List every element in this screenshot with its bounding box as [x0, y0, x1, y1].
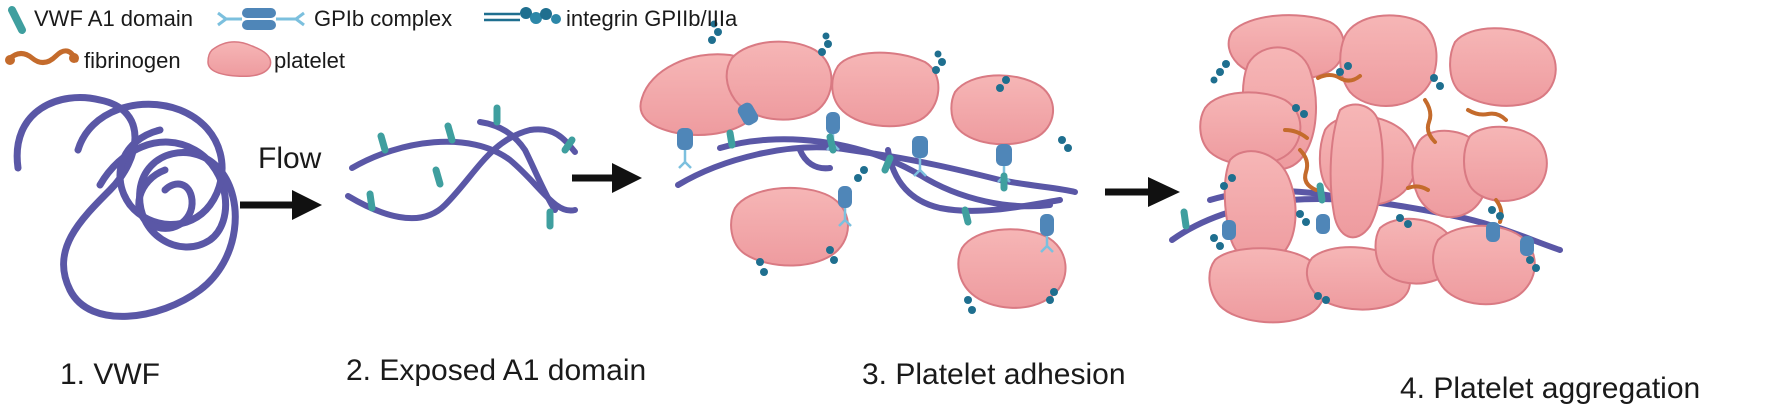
gpib-complex-icon [217, 8, 305, 30]
stage-label-4: 4. Platelet aggregation [1400, 372, 1701, 405]
legend [5, 6, 561, 78]
stage-label-1: 1. VWF [60, 358, 161, 391]
stage-label-3: 3. Platelet adhesion [862, 358, 1126, 391]
stage-label-2: 2. Exposed A1 domain [346, 354, 647, 387]
flow-label: Flow [258, 142, 322, 175]
legend-fibrinogen-label: fibrinogen [84, 48, 181, 73]
legend-vwf-a1-label: VWF A1 domain [34, 6, 193, 31]
flow-arrow-3 [1105, 177, 1180, 207]
vwf-tangle [13, 94, 239, 320]
legend-gpib-label: GPIb complex [314, 6, 453, 31]
flow-arrow-2 [572, 163, 642, 193]
legend-platelet-label: platelet [274, 48, 345, 73]
platelet-icon [207, 41, 272, 78]
legend-integrin-label: integrin GPIIb/IIIa [566, 6, 738, 31]
flow-arrow-1 [240, 190, 322, 220]
vwf-a1-icon [8, 6, 26, 34]
exposed-vwf [345, 104, 578, 230]
adhesion-scene [639, 20, 1078, 314]
aggregation-scene [1169, 14, 1563, 324]
fibrinogen-icon [5, 48, 79, 65]
integrin-icon [484, 7, 561, 24]
